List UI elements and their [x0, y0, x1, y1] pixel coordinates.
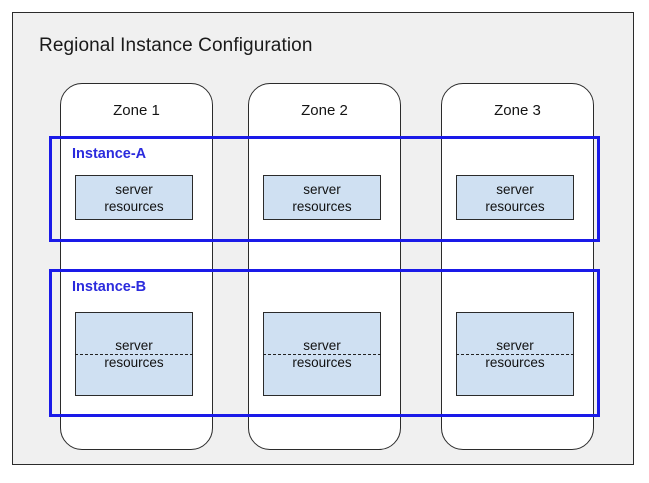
resource-box-label: server resources [292, 181, 352, 214]
dashed-divider-line [456, 354, 574, 355]
zone-label-2: Zone 2 [301, 102, 348, 119]
region-frame: Regional Instance Configuration Zone 1 Z… [12, 12, 634, 465]
zone-label-3: Zone 3 [494, 102, 541, 119]
resource-box-label: server resources [104, 181, 164, 214]
resource-box-instance-b-zone-2[interactable]: server resources [263, 312, 381, 396]
dashed-divider-line [75, 354, 193, 355]
resource-box-instance-a-zone-3[interactable]: server resources [456, 175, 574, 220]
page-title: Regional Instance Configuration [39, 35, 313, 56]
resource-box-instance-a-zone-2[interactable]: server resources [263, 175, 381, 220]
instance-band-b[interactable]: Instance-B [49, 269, 600, 417]
zone-label-1: Zone 1 [113, 102, 160, 119]
resource-box-instance-b-zone-3[interactable]: server resources [456, 312, 574, 396]
dashed-divider-line [263, 354, 381, 355]
resource-box-instance-b-zone-1[interactable]: server resources [75, 312, 193, 396]
resource-box-instance-a-zone-1[interactable]: server resources [75, 175, 193, 220]
instance-label-b: Instance-B [72, 279, 147, 295]
resource-box-label: server resources [485, 181, 545, 214]
resource-box-label: server resources [104, 338, 164, 370]
instance-label-a: Instance-A [72, 146, 147, 162]
resource-box-label: server resources [292, 338, 352, 370]
instance-band-a[interactable]: Instance-A [49, 136, 600, 242]
resource-box-label: server resources [485, 338, 545, 370]
